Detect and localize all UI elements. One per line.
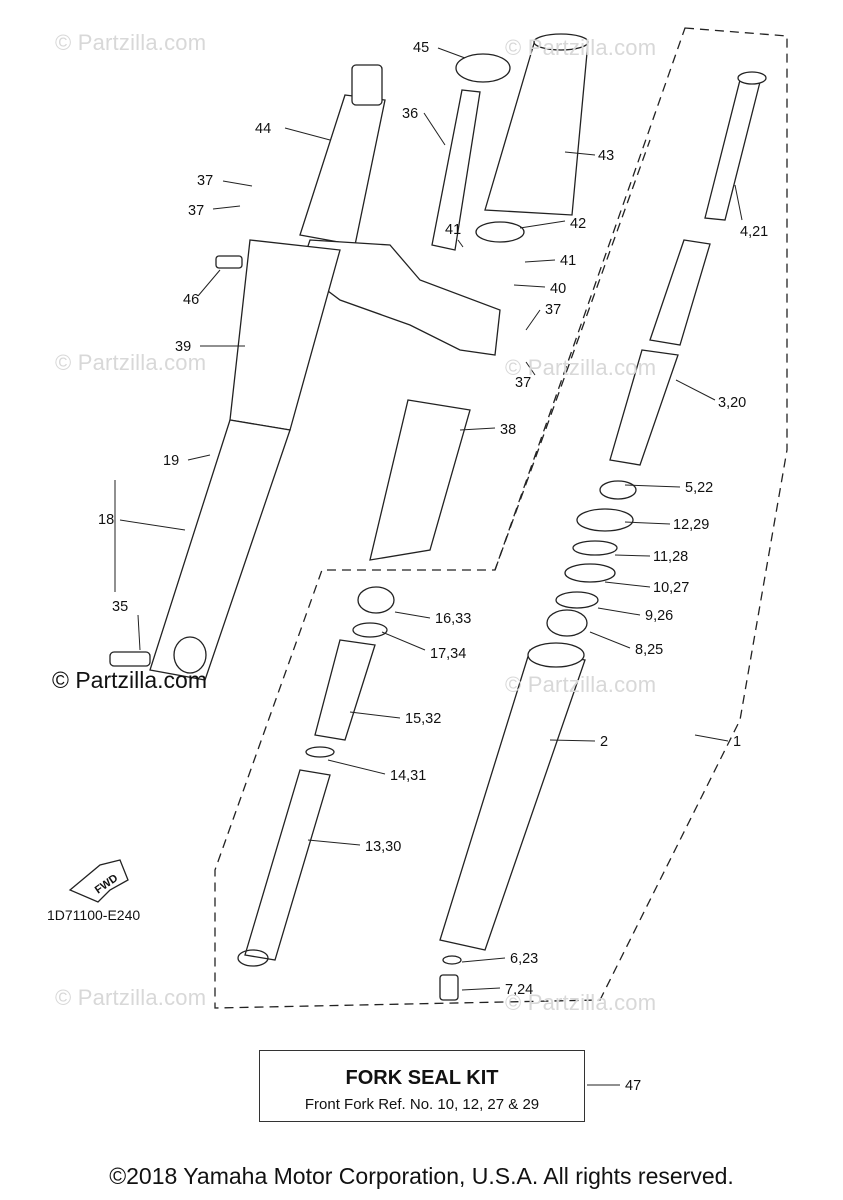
brand-logo: © Partzilla.com xyxy=(52,667,207,693)
part-13-30-spring xyxy=(244,769,331,961)
callout-label: 43 xyxy=(598,148,614,164)
callout-label: 17,34 xyxy=(430,646,466,662)
drawing-code: 1D71100-E240 xyxy=(47,907,141,923)
part-38-tube xyxy=(369,399,471,561)
callout-label: 35 xyxy=(112,599,128,615)
part-5-22 xyxy=(599,480,637,500)
callout-label: 39 xyxy=(175,339,191,355)
callout-label: 5,22 xyxy=(685,480,713,496)
callout-label: 15,32 xyxy=(405,711,441,727)
callout-label: 19 xyxy=(163,453,179,469)
copyright: ©2018 Yamaha Motor Corporation, U.S.A. A… xyxy=(109,1163,734,1189)
callout-label: 41 xyxy=(560,253,576,269)
part-16-33 xyxy=(357,586,395,614)
part-spacer xyxy=(649,239,711,346)
leader-lines xyxy=(114,47,743,1086)
watermark: © Partzilla.com xyxy=(505,355,657,380)
part-14-31 xyxy=(305,746,335,758)
part-12-29 xyxy=(576,508,634,532)
callout-label: 3,20 xyxy=(718,395,746,411)
callout-label: 2 xyxy=(600,734,608,750)
callout-label: 18 xyxy=(98,512,114,528)
callout-label: 7,24 xyxy=(505,982,533,998)
callout-label: 36 xyxy=(402,106,418,122)
part-18-lower-slider xyxy=(149,419,291,681)
kit-title: FORK SEAL KIT xyxy=(345,1067,499,1089)
callout-label: 11,28 xyxy=(653,549,688,565)
callout-label: 40 xyxy=(550,281,566,297)
part-44-upper-cover xyxy=(299,94,386,246)
watermark: © Partzilla.com xyxy=(55,985,207,1010)
watermark: © Partzilla.com xyxy=(505,990,657,1015)
fwd-arrow xyxy=(68,859,129,903)
callout-label: 45 xyxy=(413,40,429,56)
part-17-34 xyxy=(352,622,388,638)
callout-label: 1 xyxy=(733,734,741,750)
callout-label: 14,31 xyxy=(390,768,426,784)
part-11-28 xyxy=(572,540,618,556)
callout-label: 37 xyxy=(188,203,204,219)
callout-label: 4,21 xyxy=(740,224,768,240)
kit-subtitle: Front Fork Ref. No. 10, 12, 27 & 29 xyxy=(304,1096,540,1113)
callout-label: 12,29 xyxy=(673,517,709,533)
part-8-25 xyxy=(546,609,588,637)
callout-label: 42 xyxy=(570,216,586,232)
callout-label: 37 xyxy=(545,302,561,318)
part-4-21-rod xyxy=(704,79,761,221)
callout-label: 44 xyxy=(255,121,271,137)
part-39-outer-tube xyxy=(229,239,341,431)
watermark: © Partzilla.com xyxy=(505,672,657,697)
fork-seal-kit-box: FORK SEAL KIT Front Fork Ref. No. 10, 12… xyxy=(259,1050,585,1122)
callout-label: 37 xyxy=(197,173,213,189)
callout-label: 6,23 xyxy=(510,951,538,967)
callout-label: 41 xyxy=(445,222,461,238)
part-10-27 xyxy=(564,563,616,583)
callout-label: 16,33 xyxy=(435,611,471,627)
callout-label: 37 xyxy=(515,375,531,391)
part-42-nut xyxy=(475,221,525,243)
watermark: © Partzilla.com xyxy=(55,350,207,375)
callout-label: 13,30 xyxy=(365,839,401,855)
callout-label: 46 xyxy=(183,292,199,308)
part-36-bolt xyxy=(431,89,481,251)
part-45-nut xyxy=(455,53,511,83)
callout-label: 8,25 xyxy=(635,642,663,658)
part-15-32 xyxy=(314,639,376,741)
callout-label: 10,27 xyxy=(653,580,689,596)
callout-label: 9,26 xyxy=(645,608,673,624)
assembly-1-boundary xyxy=(214,27,788,1009)
assembly-38-boundary xyxy=(494,139,651,571)
callout-label: 38 xyxy=(500,422,516,438)
part-9-26 xyxy=(555,591,599,609)
callout-label: 47 xyxy=(625,1078,641,1094)
watermark: © Partzilla.com xyxy=(55,30,207,55)
watermark: © Partzilla.com xyxy=(505,35,657,60)
part-3-20-tube xyxy=(609,349,679,466)
